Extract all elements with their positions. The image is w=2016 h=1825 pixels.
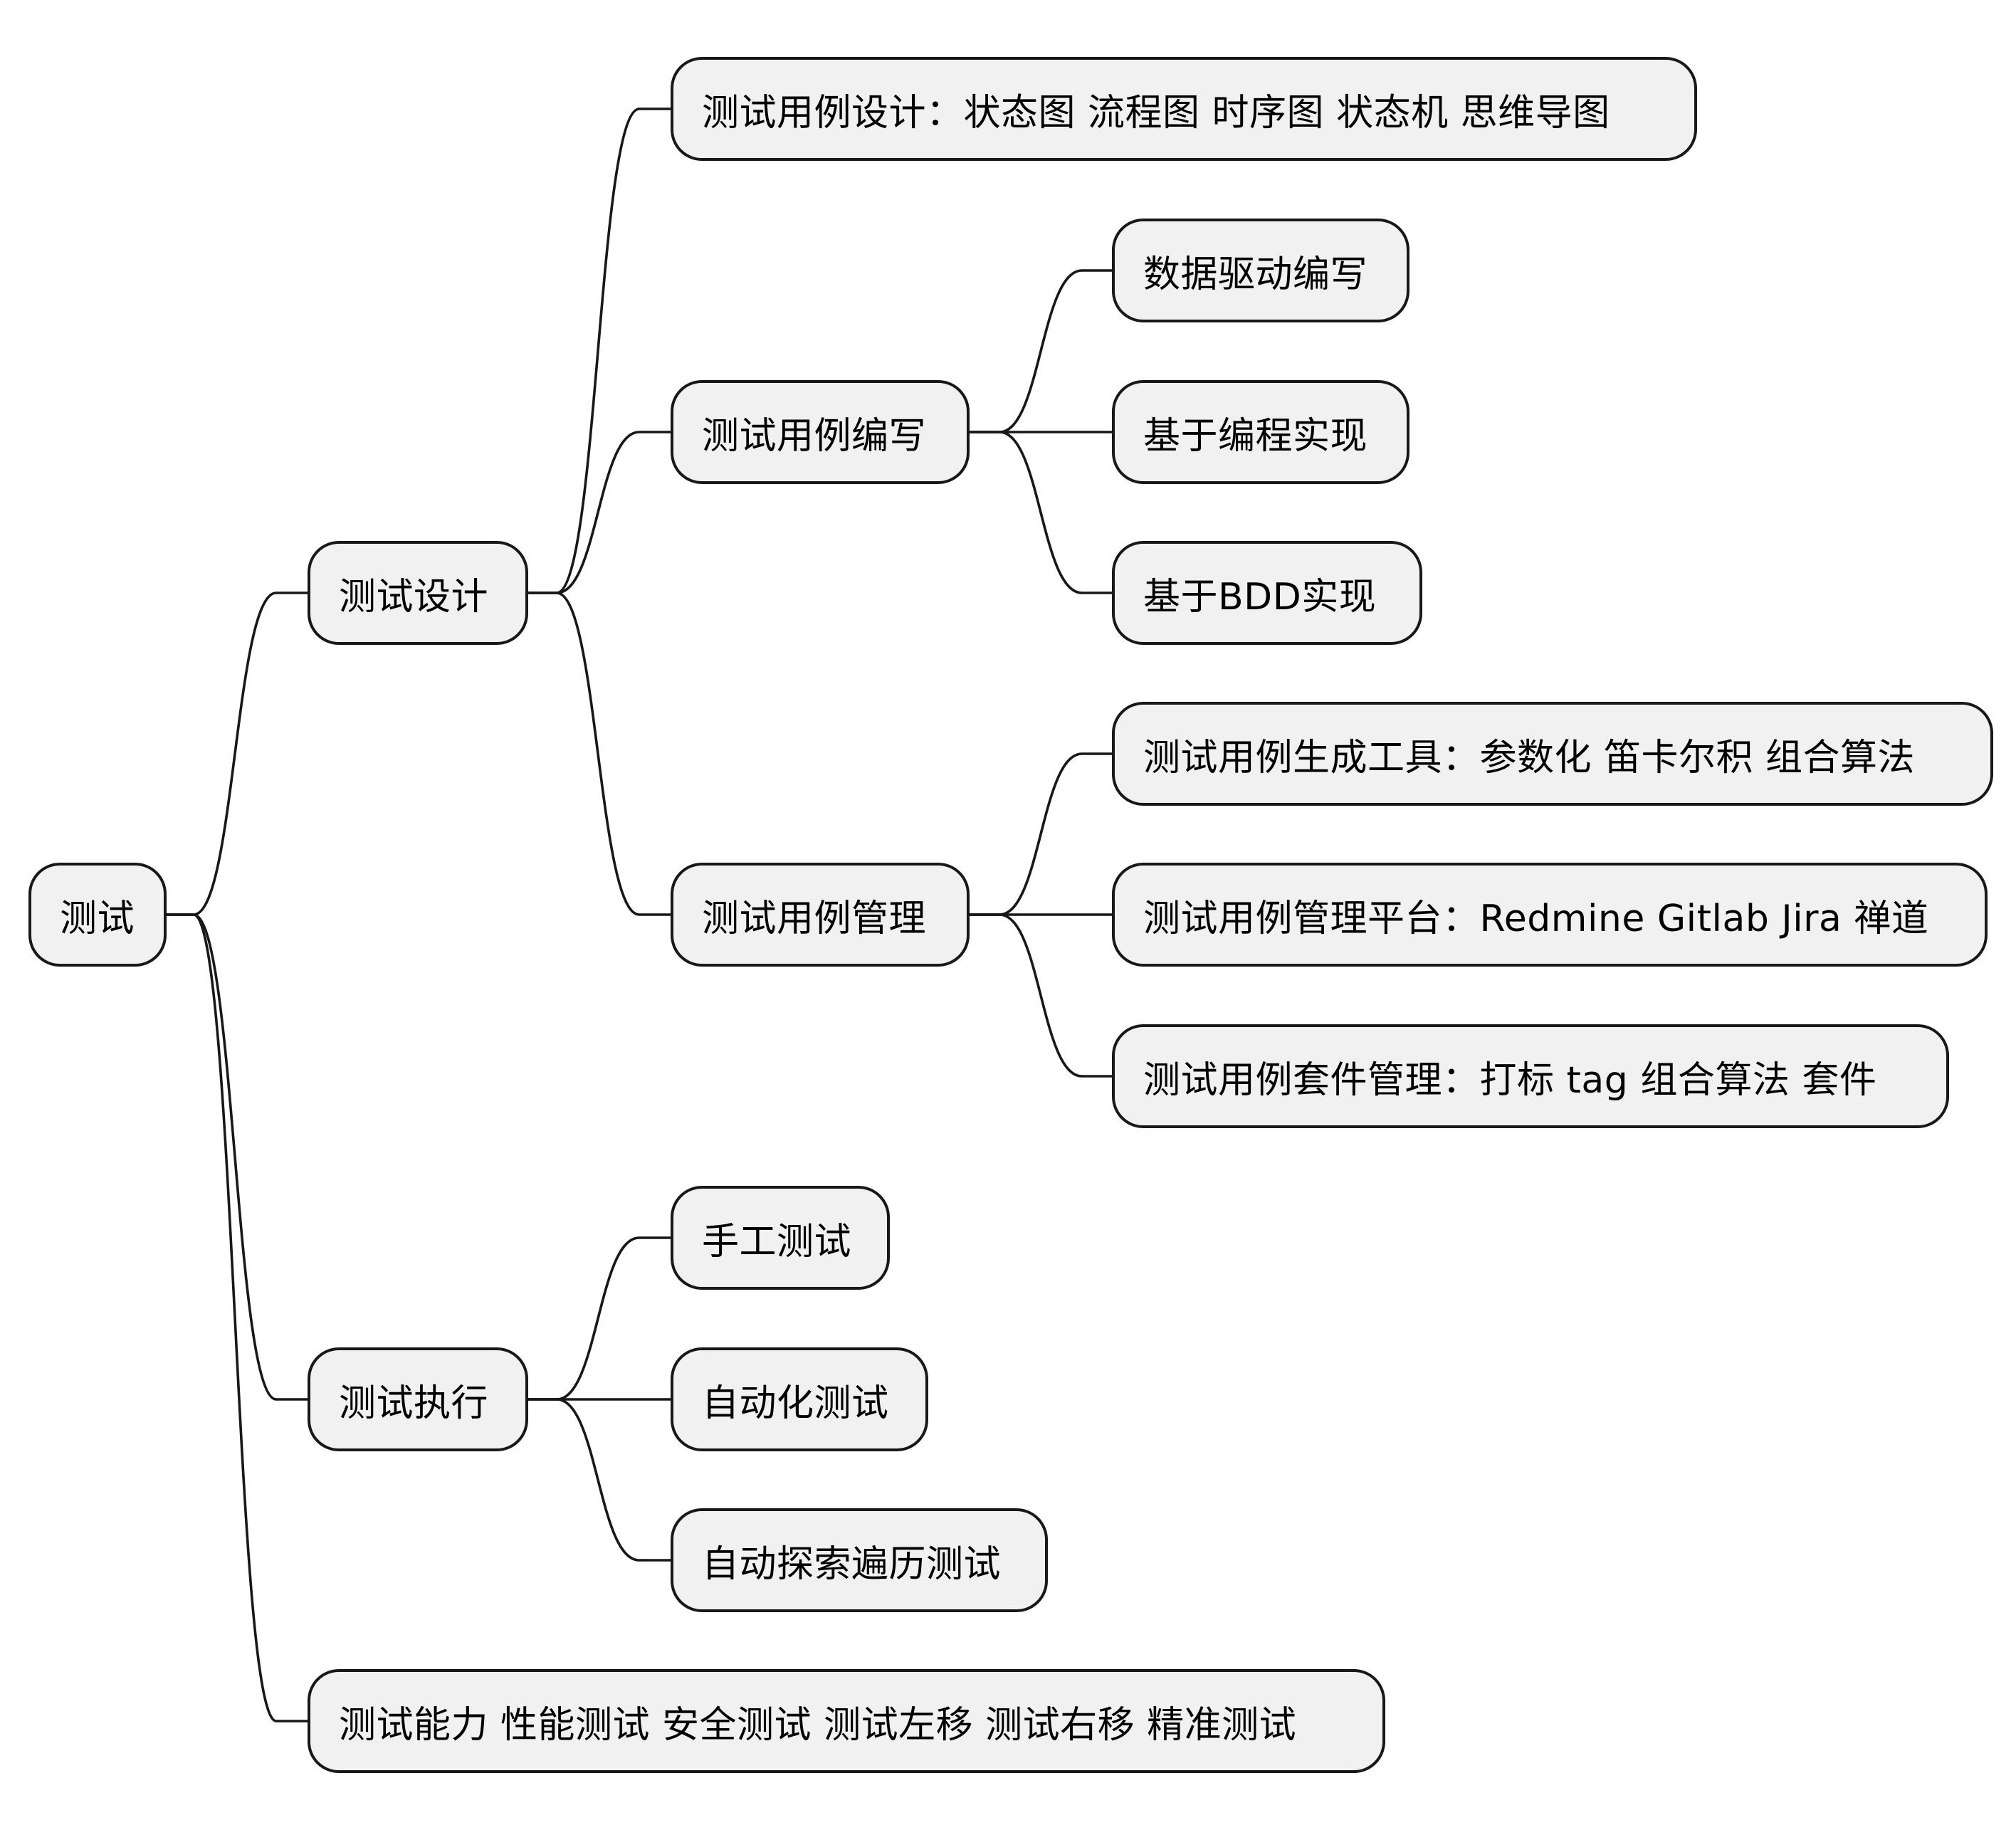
node-case-writing[interactable]: 测试用例编写	[671, 380, 970, 484]
node-writing-programming-label: 基于编程实现	[1143, 414, 1368, 458]
edge-writing-0	[968, 269, 1112, 433]
node-test-execution-label: 测试执行	[339, 1382, 489, 1425]
edge-management-0	[968, 752, 1112, 916]
edge-root-ability	[165, 913, 308, 1723]
edge-design-case-writing	[527, 431, 671, 594]
node-writing-programming[interactable]: 基于编程实现	[1112, 380, 1409, 484]
node-execution-manual[interactable]: 手工测试	[671, 1186, 890, 1290]
edge-execution-0	[527, 1236, 671, 1401]
node-management-platform[interactable]: 测试用例管理平台：Redmine Gitlab Jira 禅道	[1112, 863, 1988, 967]
edge-management-2	[968, 913, 1112, 1078]
node-management-platform-label: 测试用例管理平台：Redmine Gitlab Jira 禅道	[1143, 897, 1929, 940]
edge-writing-2	[968, 431, 1112, 594]
node-test-ability-label: 测试能力 性能测试 安全测试 测试左移 测试右移 精准测试	[339, 1703, 1297, 1747]
node-test-design-label: 测试设计	[339, 575, 489, 619]
node-management-generation-tools-label: 测试用例生成工具：参数化 笛卡尔积 组合算法	[1143, 736, 1916, 779]
node-execution-exploration-label: 自动探索遍历测试	[702, 1542, 1002, 1586]
node-root[interactable]: 测试	[28, 863, 167, 967]
node-execution-automation[interactable]: 自动化测试	[671, 1347, 928, 1451]
node-test-execution[interactable]: 测试执行	[308, 1347, 528, 1451]
edge-execution-2	[527, 1398, 671, 1562]
edge-root-execution	[165, 913, 308, 1401]
node-case-writing-label: 测试用例编写	[702, 414, 927, 458]
edge-design-case-design	[527, 107, 671, 594]
node-writing-bdd[interactable]: 基于BDD实现	[1112, 541, 1422, 645]
node-management-suite-label: 测试用例套件管理：打标 tag 组合算法 套件	[1143, 1058, 1877, 1102]
node-management-generation-tools[interactable]: 测试用例生成工具：参数化 笛卡尔积 组合算法	[1112, 702, 1993, 806]
node-case-design-label: 测试用例设计：状态图 流程图 时序图 状态机 思维导图	[702, 91, 1610, 135]
node-writing-data-driven-label: 数据驱动编写	[1143, 253, 1368, 296]
node-case-design[interactable]: 测试用例设计：状态图 流程图 时序图 状态机 思维导图	[671, 57, 1697, 161]
node-execution-manual-label: 手工测试	[702, 1220, 852, 1263]
node-test-design[interactable]: 测试设计	[308, 541, 528, 645]
node-case-management-label: 测试用例管理	[702, 897, 927, 940]
node-management-suite[interactable]: 测试用例套件管理：打标 tag 组合算法 套件	[1112, 1024, 1949, 1128]
node-root-label: 测试	[60, 897, 135, 940]
node-case-management[interactable]: 测试用例管理	[671, 863, 970, 967]
node-test-ability[interactable]: 测试能力 性能测试 安全测试 测试左移 测试右移 精准测试	[308, 1669, 1385, 1773]
node-execution-automation-label: 自动化测试	[702, 1382, 889, 1425]
edge-design-case-management	[527, 591, 671, 916]
node-execution-exploration[interactable]: 自动探索遍历测试	[671, 1508, 1048, 1612]
node-writing-bdd-label: 基于BDD实现	[1143, 575, 1377, 619]
edge-root-design	[165, 591, 308, 916]
node-writing-data-driven[interactable]: 数据驱动编写	[1112, 219, 1409, 322]
